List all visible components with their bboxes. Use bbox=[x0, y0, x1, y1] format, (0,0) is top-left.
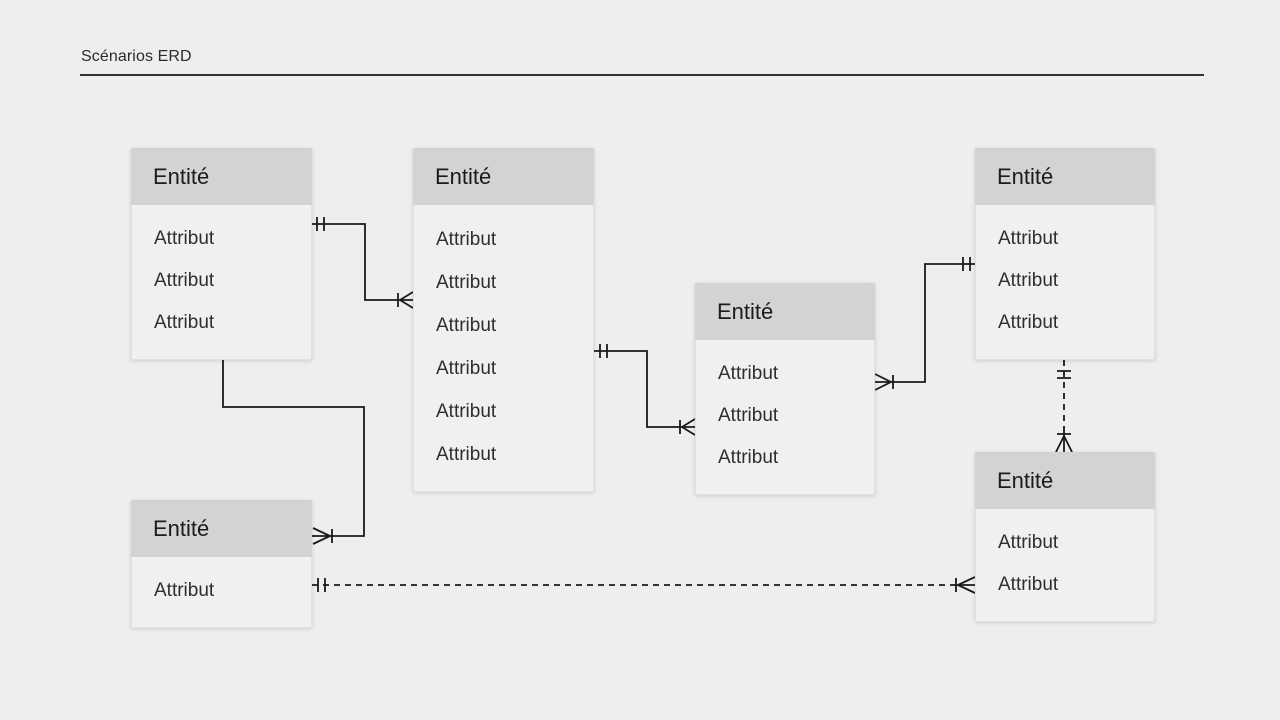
attribute-row: Attribut bbox=[998, 312, 1059, 333]
cardinality-many-marker bbox=[955, 576, 976, 594]
entity-card-3[interactable]: Entité Attribut Attribut Attribut bbox=[695, 283, 875, 495]
attribute-row: Attribut bbox=[154, 270, 215, 291]
attribute-row: Attribut bbox=[998, 532, 1059, 553]
title-divider bbox=[80, 74, 1204, 76]
relationship-entity5-entity6[interactable] bbox=[312, 576, 976, 594]
entity-1-attributes: Attribut Attribut Attribut bbox=[132, 205, 311, 344]
entity-4-attributes: Attribut Attribut Attribut bbox=[976, 205, 1154, 344]
relationship-entity1-entity5[interactable] bbox=[222, 360, 365, 545]
entity-card-5[interactable]: Entité Attribut bbox=[131, 500, 312, 628]
cardinality-many-marker bbox=[874, 373, 894, 391]
entity-6-header: Entité bbox=[975, 452, 1155, 509]
attribute-row: Attribut bbox=[436, 228, 497, 250]
attribute-row: Attribut bbox=[436, 271, 497, 293]
entity-6-attributes: Attribut Attribut bbox=[976, 509, 1154, 606]
attribute-row: Attribut bbox=[436, 443, 497, 465]
attribute-row: Attribut bbox=[154, 228, 215, 249]
attribute-row: Attribut bbox=[718, 447, 779, 468]
cardinality-many-marker bbox=[1055, 433, 1073, 453]
entity-title-label: Entité bbox=[153, 163, 210, 189]
entity-card-1[interactable]: Entité Attribut Attribut Attribut bbox=[131, 148, 312, 360]
entity-3-attributes: Attribut Attribut Attribut bbox=[696, 340, 874, 479]
entity-card-4[interactable]: Entité Attribut Attribut Attribut bbox=[975, 148, 1155, 360]
cardinality-one-marker bbox=[1057, 370, 1071, 379]
entity-3-header: Entité bbox=[695, 283, 875, 340]
attribute-row: Attribut bbox=[998, 228, 1059, 249]
cardinality-many-marker bbox=[397, 291, 414, 309]
entity-1-header: Entité bbox=[131, 148, 312, 205]
attribute-row: Attribut bbox=[436, 400, 497, 422]
entity-5-header: Entité bbox=[131, 500, 312, 557]
relationship-entity2-entity3[interactable] bbox=[594, 344, 696, 436]
attribute-row: Attribut bbox=[998, 574, 1059, 595]
attribute-row: Attribut bbox=[998, 270, 1059, 291]
cardinality-one-marker bbox=[317, 578, 326, 592]
cardinality-many-marker bbox=[312, 527, 333, 545]
entity-2-attributes: Attribut Attribut Attribut Attribut Attr… bbox=[414, 205, 593, 476]
cardinality-many-marker bbox=[679, 418, 696, 436]
attribute-row: Attribut bbox=[718, 363, 779, 384]
page-title: Scénarios ERD bbox=[81, 48, 192, 65]
attribute-row: Attribut bbox=[154, 580, 215, 601]
relationship-entity3-entity4[interactable] bbox=[874, 257, 975, 391]
attribute-row: Attribut bbox=[436, 314, 497, 336]
cardinality-one-marker bbox=[962, 257, 971, 271]
entity-card-2[interactable]: Entité Attribut Attribut Attribut Attrib… bbox=[413, 148, 594, 492]
cardinality-one-marker bbox=[316, 217, 325, 231]
relationship-entity4-entity6[interactable] bbox=[1055, 360, 1073, 453]
entity-title-label: Entité bbox=[997, 467, 1054, 493]
relationship-entity1-entity2[interactable] bbox=[312, 217, 414, 309]
entity-card-6[interactable]: Entité Attribut Attribut bbox=[975, 452, 1155, 622]
attribute-row: Attribut bbox=[436, 357, 497, 379]
entity-title-label: Entité bbox=[435, 163, 492, 189]
cardinality-one-marker bbox=[599, 344, 608, 358]
entity-2-header: Entité bbox=[413, 148, 594, 205]
entity-title-label: Entité bbox=[997, 163, 1054, 189]
entity-5-attributes: Attribut bbox=[132, 557, 311, 612]
attribute-row: Attribut bbox=[718, 405, 779, 426]
entity-title-label: Entité bbox=[153, 515, 210, 541]
attribute-row: Attribut bbox=[154, 312, 215, 333]
entity-title-label: Entité bbox=[717, 298, 774, 324]
entity-4-header: Entité bbox=[975, 148, 1155, 205]
